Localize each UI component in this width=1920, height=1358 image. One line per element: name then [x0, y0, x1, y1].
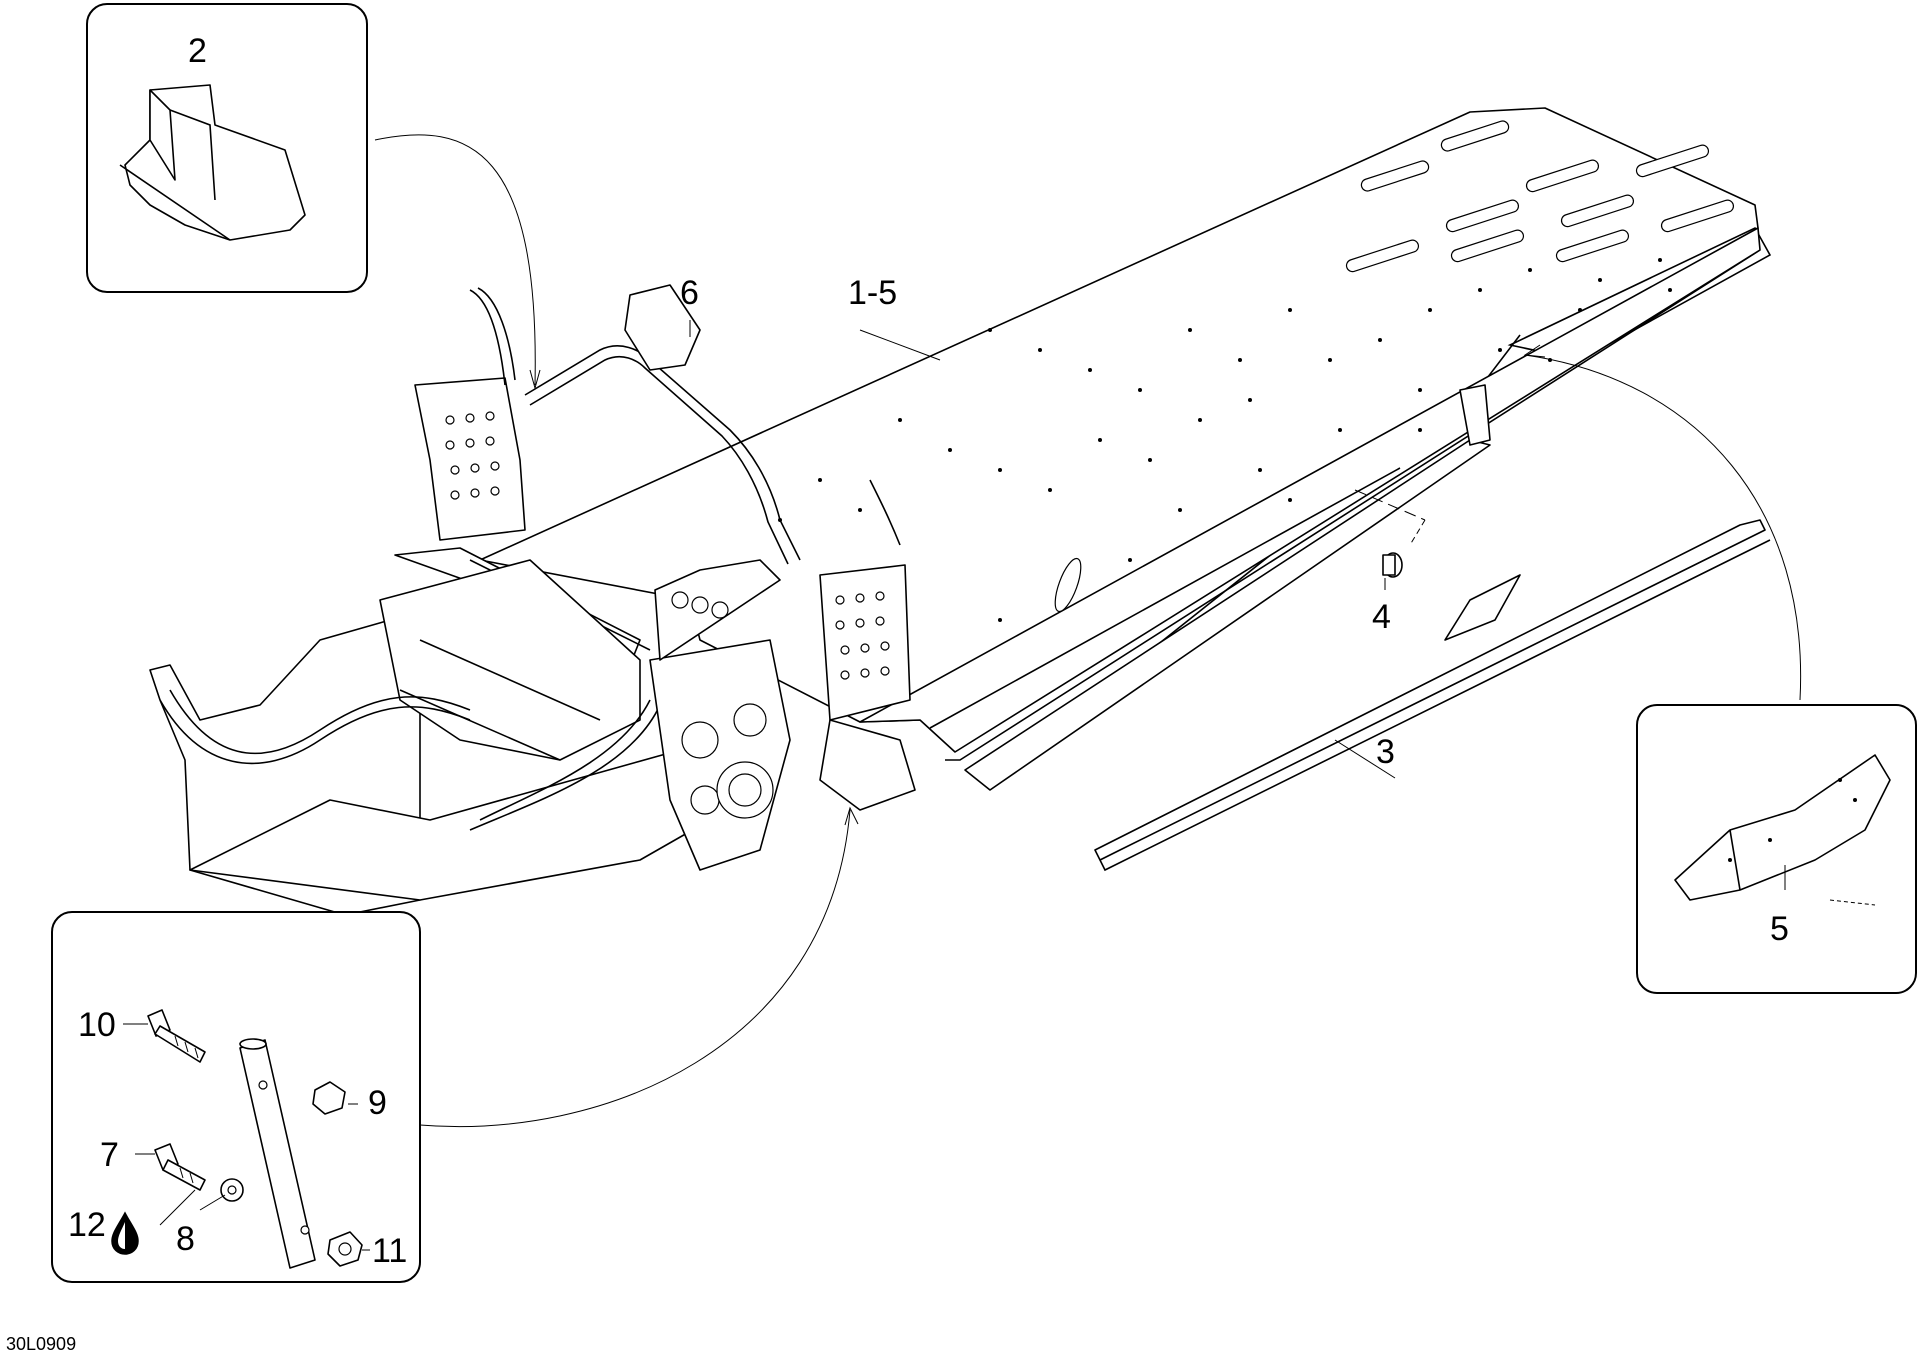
- callout-part-11: 11: [372, 1232, 407, 1270]
- left-plate-holes: [445, 411, 500, 500]
- right-plate-holes: [835, 591, 890, 680]
- callout-frame-assembly: 1-5: [848, 274, 897, 312]
- callout-part-9: 9: [368, 1084, 387, 1122]
- callout-part-12: 12: [68, 1206, 106, 1244]
- bolt-part-10: [147, 1009, 206, 1063]
- callout-part-3: 3: [1376, 733, 1395, 771]
- running-board: [1094, 519, 1771, 872]
- oil-drop-icon: [111, 1211, 139, 1255]
- tube-part: [239, 1038, 316, 1269]
- nut-part-11: [327, 1231, 363, 1267]
- callout-part-6: 6: [680, 274, 699, 312]
- detail-box-part-2: [86, 3, 368, 293]
- nut-part-9: [312, 1081, 346, 1115]
- plug-part-4: [1354, 489, 1426, 578]
- callout-part-7: 7: [100, 1136, 119, 1174]
- callout-part-4: 4: [1372, 598, 1391, 636]
- bolt-part-7: [154, 1143, 206, 1191]
- figure-code: 30L0909: [6, 1334, 76, 1354]
- callout-part-10: 10: [78, 1006, 116, 1044]
- bulkhead-holes: [681, 703, 774, 819]
- front-chassis: [149, 284, 916, 916]
- detail-box-hardware: [51, 911, 421, 1283]
- deck-slots: [1054, 120, 1735, 613]
- callout-labels: 2 6 1-5 4 3 5 10 9 7 12 8 11 30L0909: [6, 32, 1789, 1354]
- lower-rail: [964, 384, 1491, 791]
- callout-part-8: 8: [176, 1220, 195, 1258]
- callout-part-5: 5: [1770, 910, 1789, 948]
- detail-box-part-5: [1636, 704, 1917, 994]
- frame-tunnel: [479, 107, 1772, 771]
- washer-part-8: [220, 1178, 244, 1202]
- callout-part-2: 2: [188, 32, 207, 70]
